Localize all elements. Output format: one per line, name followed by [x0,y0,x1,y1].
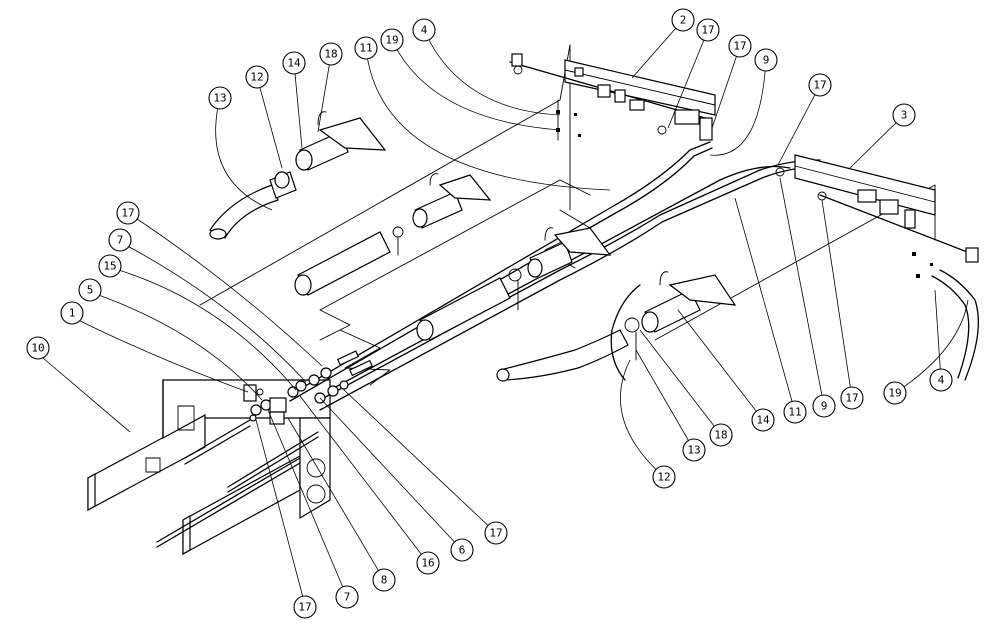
callout-14: 14 [751,408,775,432]
spray-bar-3 [775,154,979,278]
callout-13: 13 [208,86,232,110]
callout-6: 6 [450,538,474,562]
svg-text:17: 17 [733,40,746,53]
callout-16: 16 [416,551,440,575]
spray-bar-2 [509,53,716,141]
svg-text:7: 7 [344,591,351,604]
svg-text:9: 9 [821,400,828,413]
callout-4: 4 [412,18,436,42]
drop-assembly-upper-left [209,111,387,240]
svg-text:15: 15 [103,260,116,273]
svg-text:17: 17 [489,527,502,540]
svg-text:18: 18 [324,48,337,61]
callout-11: 11 [783,400,807,424]
callout-5: 5 [78,278,102,302]
svg-text:4: 4 [938,374,945,387]
hose-right [931,269,979,381]
callout-12: 12 [652,465,676,489]
svg-text:17: 17 [813,79,826,92]
hose-left [610,284,641,381]
callout-17: 17 [293,595,317,619]
callout-18: 18 [709,423,733,447]
callout-7: 7 [335,585,359,609]
svg-text:6: 6 [459,544,466,557]
callout-17: 17 [808,73,832,97]
svg-text:3: 3 [901,109,908,122]
svg-text:18: 18 [714,429,727,442]
svg-text:11: 11 [359,42,372,55]
callout-17: 17 [484,521,508,545]
callout-2: 2 [671,8,695,32]
svg-text:4: 4 [421,24,428,37]
svg-text:1: 1 [69,307,76,320]
drop-assembly-lower-middle [416,227,612,341]
svg-text:19: 19 [888,387,901,400]
svg-text:10: 10 [31,342,44,355]
callout-8: 8 [372,568,396,592]
svg-text:13: 13 [687,444,700,457]
callout-10: 10 [26,336,50,360]
svg-text:9: 9 [763,54,770,67]
guide-lines [199,44,936,386]
callout-13: 13 [682,438,706,462]
callout-15: 15 [98,254,122,278]
svg-text:14: 14 [756,414,770,427]
svg-text:16: 16 [421,557,434,570]
callout-19: 19 [883,381,907,405]
leader-lines [42,19,969,606]
callout-1: 1 [60,301,84,325]
svg-text:12: 12 [657,471,670,484]
svg-text:17: 17 [845,392,858,405]
svg-text:7: 7 [117,234,124,247]
callout-12: 12 [245,65,269,89]
rod-assembly [156,419,319,548]
callout-9: 9 [812,394,836,418]
svg-text:13: 13 [213,92,226,105]
svg-text:5: 5 [87,284,94,297]
drop-assembly-right [496,271,737,382]
svg-text:2: 2 [680,14,687,27]
callout-4: 4 [929,368,953,392]
callout-9: 9 [754,48,778,72]
svg-text:19: 19 [385,34,398,47]
svg-text:8: 8 [381,574,388,587]
callout-14: 14 [282,51,306,75]
callout-19: 19 [380,28,404,52]
svg-text:17: 17 [298,601,311,614]
callout-7: 7 [108,228,132,252]
callout-11: 11 [354,36,378,60]
callout-18: 18 [319,42,343,66]
callout-17: 17 [840,386,864,410]
callout-3: 3 [892,103,916,127]
callout-17: 17 [696,18,720,42]
svg-text:12: 12 [250,71,263,84]
svg-text:11: 11 [788,406,801,419]
callout-17: 17 [728,34,752,58]
callout-17: 17 [116,201,140,225]
svg-text:17: 17 [121,207,134,220]
drop-assembly-middle [294,173,492,296]
svg-text:17: 17 [701,24,714,37]
svg-text:14: 14 [287,57,301,70]
